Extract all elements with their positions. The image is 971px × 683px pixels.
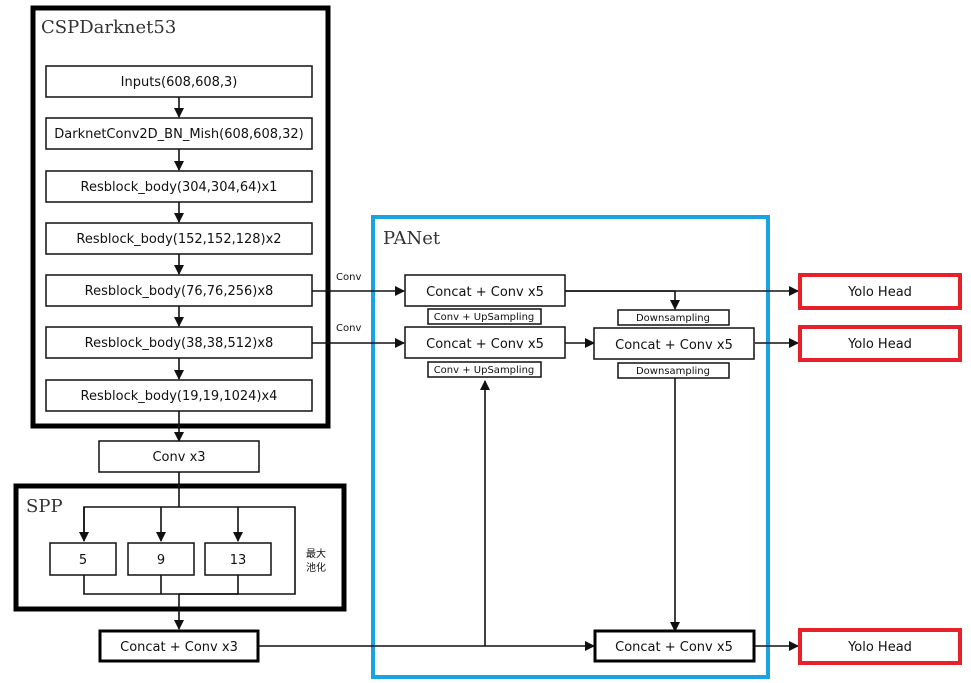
layer-label: Resblock_body(19,19,1024)x4	[81, 389, 278, 404]
upsampling-label-box: Conv + UpSampling	[427, 361, 542, 378]
yolo-head-2: Yolo Head	[798, 325, 962, 362]
layer-label: Resblock_body(38,38,512)x8	[85, 336, 274, 351]
upsampling-label: Conv + UpSampling	[434, 365, 535, 376]
panet-title: PANet	[383, 228, 441, 249]
upsampling-label: Conv + UpSampling	[434, 312, 535, 323]
backbone-layer: Resblock_body(19,19,1024)x4	[45, 379, 313, 412]
yolo-head-1: Yolo Head	[798, 273, 962, 310]
node-label: Concat + Conv x5	[615, 640, 733, 655]
cspdarknet53-title: CSPDarknet53	[41, 17, 176, 38]
layer-label: Resblock_body(304,304,64)x1	[81, 180, 278, 195]
panet-concat-conv-x5-bottom: Concat + Conv x5	[593, 629, 756, 663]
spp-pool-13: 13	[204, 542, 272, 576]
backbone-layer: Inputs(608,608,3)	[45, 65, 313, 98]
spp-pool-9: 9	[127, 542, 195, 576]
cspdarknet53-group	[30, 5, 331, 429]
node-label: Concat + Conv x5	[615, 338, 733, 353]
panet-edges	[258, 286, 799, 651]
panet-concat-conv-x5-mid: Concat + Conv x5	[404, 326, 566, 359]
backbone-layer: Resblock_body(304,304,64)x1	[45, 170, 313, 203]
layer-label: Inputs(608,608,3)	[121, 75, 238, 90]
layer-label: DarknetConv2D_BN_Mish(608,608,32)	[54, 127, 304, 142]
spp-connectors	[79, 472, 296, 630]
panet-concat-conv-x5-down: Concat + Conv x5	[593, 327, 755, 360]
layer-label: Resblock_body(152,152,128)x2	[76, 232, 281, 247]
concat-conv-x3-node: Concat + Conv x3	[98, 629, 260, 663]
spp-pool-5: 5	[49, 542, 117, 576]
panet-group	[371, 215, 770, 679]
downsampling-label-box: Downsampling	[617, 362, 730, 379]
yolo-head-label: Yolo Head	[847, 285, 912, 300]
edge-label-conv: Conv	[336, 323, 361, 334]
conv-x3-node: Conv x3	[98, 440, 260, 473]
concat-conv-x3-label: Concat + Conv x3	[120, 640, 238, 655]
upsampling-label-box: Conv + UpSampling	[427, 308, 542, 325]
pool-label: 5	[79, 553, 87, 568]
backbone-layer: Resblock_body(152,152,128)x2	[45, 222, 313, 255]
node-label: Concat + Conv x5	[426, 337, 544, 352]
pool-label: 9	[157, 553, 165, 568]
downsampling-label: Downsampling	[636, 313, 710, 324]
conv-x3-label: Conv x3	[152, 450, 205, 465]
yolo-head-3: Yolo Head	[798, 628, 962, 665]
yolo-head-label: Yolo Head	[847, 337, 912, 352]
yolo-head-label: Yolo Head	[847, 640, 912, 655]
pool-label: 13	[230, 553, 247, 568]
edge-label-conv: Conv	[336, 272, 361, 283]
max-pooling-label: 最大	[306, 547, 326, 560]
max-pooling-label: 池化	[306, 561, 326, 574]
layer-label: Resblock_body(76,76,256)x8	[85, 284, 274, 299]
backbone-layer: DarknetConv2D_BN_Mish(608,608,32)	[45, 117, 313, 150]
backbone-layer: Resblock_body(38,38,512)x8	[45, 326, 313, 359]
downsampling-label: Downsampling	[636, 366, 710, 377]
backbone-layer: Resblock_body(76,76,256)x8	[45, 274, 313, 307]
spp-group	[13, 483, 347, 612]
node-label: Concat + Conv x5	[426, 285, 544, 300]
panet-concat-conv-x5-top: Concat + Conv x5	[404, 274, 566, 307]
downsampling-label-box: Downsampling	[617, 309, 730, 326]
spp-title: SPP	[26, 496, 63, 517]
